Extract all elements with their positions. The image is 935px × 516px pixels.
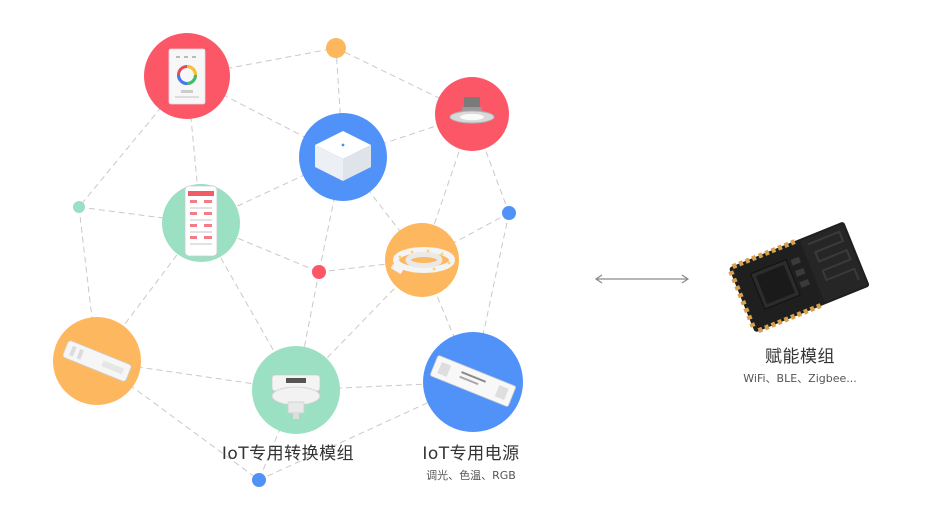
chip-pad bbox=[770, 247, 777, 254]
chip-pad bbox=[764, 324, 770, 331]
chip-pad bbox=[731, 262, 738, 269]
chip-pad bbox=[734, 285, 741, 291]
wireless-chip-module-icon bbox=[728, 222, 870, 333]
chip-pad bbox=[777, 318, 783, 326]
edge-touch-panel-dot-left bbox=[78, 75, 188, 208]
node-dot-left bbox=[73, 201, 85, 213]
chip-pad bbox=[770, 321, 777, 328]
chip-pad bbox=[744, 257, 751, 264]
chip-pad bbox=[783, 316, 790, 323]
chip-pad bbox=[751, 254, 757, 262]
node-dot-top bbox=[326, 38, 346, 58]
edge-converter-dot-bottom bbox=[258, 389, 297, 481]
power-supply-title: IoT专用电源 bbox=[422, 444, 520, 464]
module-subtitle: WiFi、BLE、Zigbee... bbox=[743, 372, 857, 385]
node-dot-bottom bbox=[252, 473, 266, 487]
chip-pad bbox=[783, 241, 790, 249]
led-strip-icon bbox=[390, 247, 455, 275]
chip-pad bbox=[749, 322, 756, 328]
chip-pad bbox=[743, 307, 750, 313]
phone-app-icon bbox=[184, 185, 218, 257]
chip-pad bbox=[757, 252, 764, 259]
converter-module-title: IoT专用转换模组 bbox=[221, 444, 355, 464]
chip-pad bbox=[728, 270, 735, 276]
double-arrow-icon bbox=[594, 274, 690, 284]
chip-pad bbox=[731, 277, 738, 284]
chip-pad bbox=[790, 239, 796, 246]
node-dot-center bbox=[312, 265, 326, 279]
power-supply-icon bbox=[430, 355, 516, 407]
downlight-icon bbox=[449, 97, 495, 124]
edge-downlight-dot-right bbox=[471, 113, 510, 214]
controller-icon bbox=[62, 340, 132, 382]
chip-pad bbox=[764, 249, 770, 256]
touch-panel-icon bbox=[168, 48, 206, 105]
chip-pad bbox=[737, 292, 744, 299]
chip-pad bbox=[796, 311, 803, 318]
edge-dot-center-led-strip bbox=[318, 259, 423, 273]
gateway-hub-icon bbox=[315, 131, 371, 181]
power-supply-subtitle: 调光、色温、RGB bbox=[426, 469, 516, 482]
chip-pad bbox=[777, 244, 783, 251]
converter-module-icon bbox=[271, 374, 321, 419]
edge-dot-left-controller bbox=[78, 206, 98, 362]
chip-pad bbox=[746, 314, 753, 321]
node-dot-right bbox=[502, 206, 516, 220]
chip-pad bbox=[803, 308, 809, 315]
chip-pad bbox=[740, 299, 747, 306]
node-led-strip bbox=[385, 223, 459, 297]
chip-pad bbox=[815, 303, 822, 310]
module-title: 赋能模组 bbox=[765, 347, 835, 367]
chip-pad bbox=[757, 326, 764, 333]
chip-pad bbox=[738, 260, 744, 267]
chip-pad bbox=[809, 305, 816, 312]
chip-pad bbox=[790, 313, 796, 320]
